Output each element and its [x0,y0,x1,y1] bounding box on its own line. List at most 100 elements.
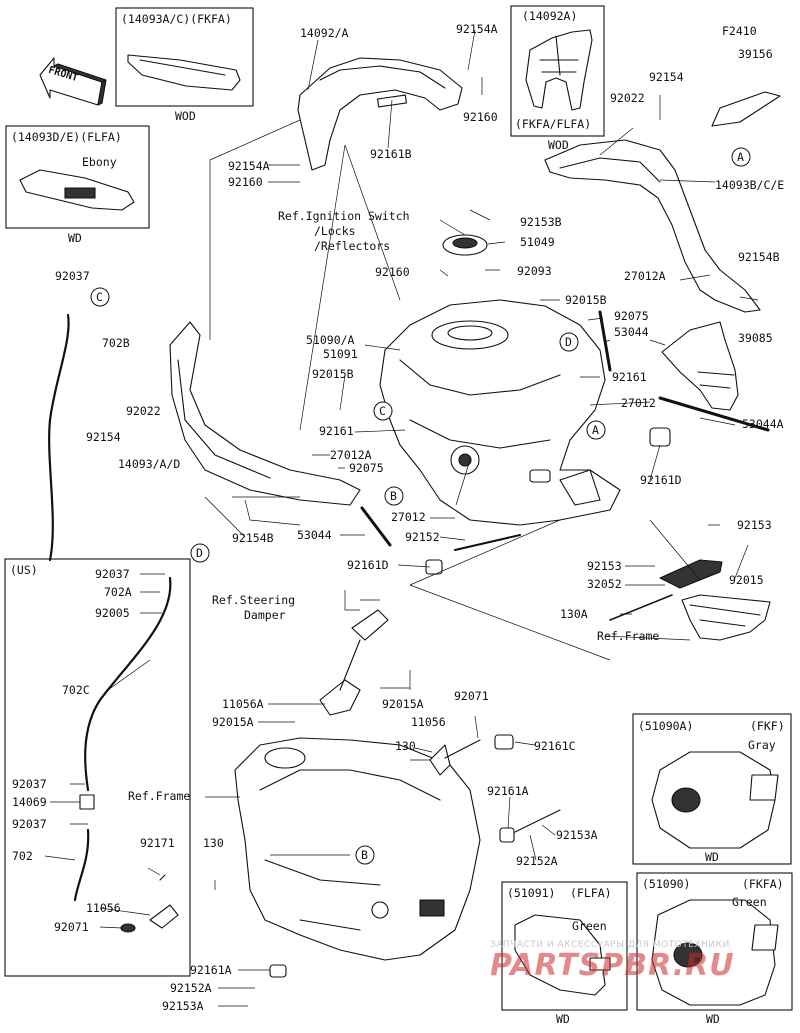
part-label: 32052 [587,577,622,591]
part-label: 92154A [456,22,498,36]
front-arrow-icon [39,57,107,106]
panel-14093A-icon [127,54,241,91]
part-label: 92153B [520,215,562,229]
rod-53044A-icon [658,396,770,432]
ref-ignition-1: Ref.Ignition Switch [278,209,410,223]
part-label: 92161D [347,558,389,572]
part-label: 92161A [487,784,529,798]
watermark-line1: ЗАПЧАСТИ И АКСЕССУАРЫ ДЛЯ МОТОТЕХНИКИ [490,940,730,950]
part-label: 92153 [737,518,772,532]
callout-b-1: B [390,489,397,503]
part-label: 92071 [454,689,489,703]
part-label: F2410 [722,24,757,38]
part-label: 51049 [520,235,555,249]
hose-702B-icon [48,313,70,562]
part-label: 53044 [297,528,332,542]
part-label: 702 [12,849,33,863]
inset-14092A-code: (14092A) [522,9,578,23]
hose-702C-icon [84,576,172,792]
part-label: 92152 [405,530,440,544]
part-label: 130A [560,607,588,621]
callout-c-1: C [96,290,103,304]
cover-39085-icon [661,321,739,411]
part-label: 702A [104,585,132,599]
part-label: 14069 [12,795,47,809]
ref-steering-1: Ref.Steering [212,593,296,607]
part-label: 92161 [319,424,354,438]
inset-51091-footer: WD [556,1012,570,1026]
part-label: 92153 [587,559,622,573]
pad-39156-icon [711,91,781,127]
part-label: 39156 [738,47,773,61]
tank-51091-icon [514,914,606,996]
bracket-32052-icon [659,559,723,589]
bracket-11056-lower-icon [149,904,179,929]
part-label: 92160 [228,175,263,189]
part-label: 92015A [212,715,254,729]
part-label: 27012 [621,396,656,410]
inset-51090A-code: (51090A) [638,719,694,733]
inset-14093A-code: (14093A/C)(FKFA) [121,12,232,26]
rod-130A-icon [609,594,673,621]
part-label: 27012A [624,269,666,283]
callout-d-1: D [565,335,572,349]
part-label: 92075 [614,309,649,323]
inset-51090A-variant: (FKF) [750,719,785,733]
part-label: 92093 [517,264,552,278]
inset-51090-footer: WD [706,1012,720,1026]
part-label: 27012A [330,448,372,462]
part-label: 53044 [614,325,649,339]
inset-51090-variant: (FKFA) [742,877,784,891]
part-label: 51091 [323,347,358,361]
part-label: 92161D [640,473,682,487]
part-label: 92153A [556,828,598,842]
inset-51091-color: Green [572,919,607,933]
cover-14092-icon [297,57,463,171]
part-label: 92154 [649,70,684,84]
part-label: 92015A [382,697,424,711]
rod-53044-left-icon [360,506,392,547]
part-label: 92037 [55,269,90,283]
inset-us-code: (US) [10,563,38,577]
panel-14093B-icon [544,139,761,313]
part-label: 11056 [411,715,446,729]
inset-51090A-footer: WD [705,850,719,864]
part-label: 92022 [126,404,161,418]
part-label: 11056 [86,901,121,915]
part-label: 51090/A [306,333,355,347]
part-label: 92154A [228,159,270,173]
inset-14093D-footer: WD [68,231,82,245]
part-label: 92154B [232,531,274,545]
part-label: 14092/A [300,26,349,40]
part-label: 92153A [162,999,204,1013]
frame-upper-icon [681,594,771,641]
part-label: 92015B [312,367,354,381]
part-label: 92015 [729,573,764,587]
part-label: 92154B [738,250,780,264]
part-label: 702B [102,336,130,350]
rod-53044-right-icon [598,310,612,372]
inset-14093A-footer: WOD [175,109,196,123]
callout-a-1: A [737,150,744,164]
ref-frame-lower: Ref.Frame [128,789,191,803]
part-label: 27012 [391,510,426,524]
inset-14092A-sub: (FKFA/FLFA) [515,117,592,131]
part-label: 14093B/C/E [715,178,785,192]
ref-steering-2: Damper [244,608,286,622]
part-label: 92037 [12,817,47,831]
inset-51090-color: Green [732,895,767,909]
part-label: 92171 [140,836,175,850]
part-label: 92161A [190,963,232,977]
ref-ignition-3: /Reflectors [314,239,391,253]
part-label: 130 [395,739,416,753]
hose-702-icon [73,828,90,902]
callout-c-2: C [379,404,386,418]
part-label: 92152A [170,981,212,995]
part-label: 92015B [565,293,607,307]
inset-14093D-sub: Ebony [82,155,117,169]
inset-51090-code: (51090) [642,877,691,891]
part-label: 92160 [375,265,410,279]
part-label: 11056A [222,697,264,711]
